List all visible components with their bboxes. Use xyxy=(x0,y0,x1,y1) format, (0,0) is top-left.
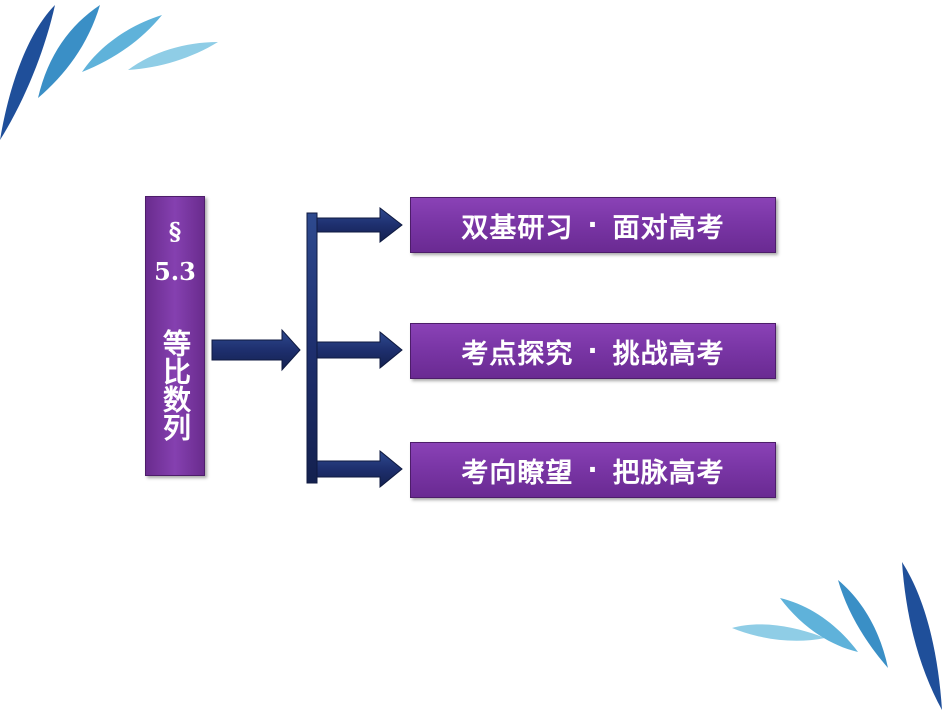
bracket-bar xyxy=(306,212,318,484)
topic-3-right-text: 把脉高考 xyxy=(612,457,725,489)
branch-arrow-2-icon xyxy=(316,330,403,370)
main-right-arrow-icon xyxy=(211,328,301,372)
topic-3-separator: · xyxy=(587,454,599,486)
section-title: 等比数列 xyxy=(146,329,204,469)
topic-1-right-text: 面对高考 xyxy=(612,212,725,244)
topic-3-left-text: 考向瞭望 xyxy=(461,457,574,489)
topic-1-left-text: 双基研习 xyxy=(461,212,574,244)
topic-2-separator: · xyxy=(587,335,599,367)
section-label-box: § 5.3 等比数列 xyxy=(145,196,205,476)
leaf-decoration-top-left-icon xyxy=(0,5,218,140)
section-symbol: § xyxy=(168,217,182,246)
topic-button-outlook[interactable]: 考向瞭望 · 把脉高考 xyxy=(410,442,776,498)
topic-2-right-text: 挑战高考 xyxy=(612,338,725,370)
topic-button-basics[interactable]: 双基研习 · 面对高考 xyxy=(410,197,776,253)
topic-2-left-text: 考点探究 xyxy=(461,338,574,370)
topic-1-separator: · xyxy=(587,209,599,241)
branch-arrow-3-icon xyxy=(316,449,403,489)
leaf-decoration-bottom-right-icon xyxy=(732,562,942,710)
branch-arrow-1-icon xyxy=(316,206,403,244)
section-title-text: 等比数列 xyxy=(159,329,192,441)
topic-button-exploration[interactable]: 考点探究 · 挑战高考 xyxy=(410,323,776,379)
section-number: 5.3 xyxy=(154,257,196,286)
